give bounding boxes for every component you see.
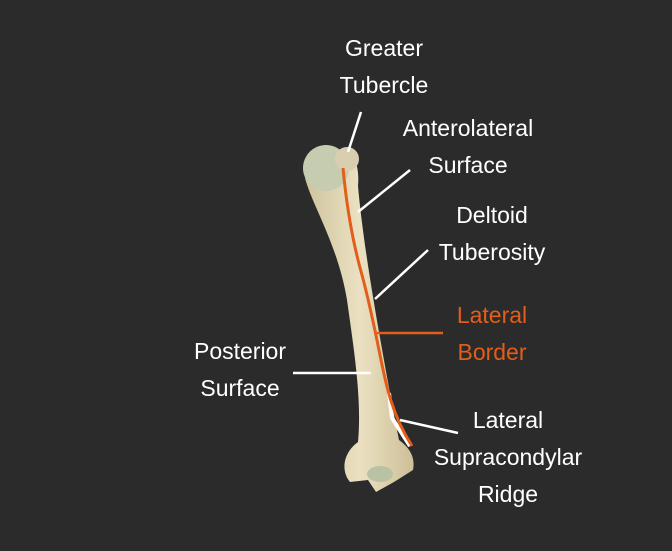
label-line: Lateral	[472, 407, 544, 433]
label-line: Anterolateral	[402, 115, 534, 141]
label-line: Tuberosity	[438, 239, 546, 265]
leader-deltoid-tuberosity	[374, 249, 429, 300]
label-line: Tubercle	[339, 72, 429, 98]
label-line: Surface	[428, 152, 508, 178]
label-greater-tubercle: Greater Tubercle	[340, 30, 429, 104]
label-line: Surface	[200, 375, 280, 401]
leader-anterolateral-surface	[357, 169, 411, 213]
greater-tubercle-mark	[335, 147, 359, 171]
label-line: Supracondylar	[433, 444, 583, 470]
leader-greater-tubercle	[346, 111, 363, 153]
label-lateral-border: Lateral Border	[457, 297, 527, 371]
label-deltoid-tuberosity: Deltoid Tuberosity	[439, 197, 546, 271]
label-lateral-supracondylar-ridge: Lateral Supracondylar Ridge	[434, 402, 582, 513]
leader-lateral-supracondylar-ridge	[399, 418, 459, 435]
label-anterolateral-surface: Anterolateral Surface	[403, 110, 533, 184]
label-line: Ridge	[477, 481, 539, 507]
label-line: Greater	[345, 35, 423, 61]
capitulum	[367, 466, 393, 482]
label-posterior-surface: Posterior Surface	[194, 333, 286, 407]
label-line: Border	[457, 339, 527, 365]
label-line: Deltoid	[456, 202, 528, 228]
lateral-border-line	[341, 167, 414, 447]
label-line: Posterior	[193, 338, 287, 364]
label-line: Lateral	[456, 302, 528, 328]
humerus-bone	[305, 150, 414, 492]
